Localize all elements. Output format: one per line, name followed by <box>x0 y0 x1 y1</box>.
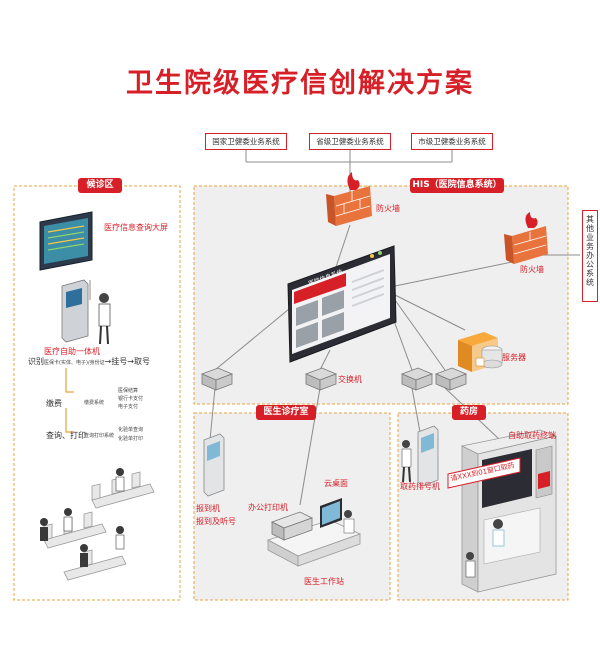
firewall-label-1: 防火墙 <box>376 204 400 213</box>
waiting-zone <box>13 185 181 601</box>
flow-arrow-1: → <box>104 357 112 366</box>
top-system-municipal: 市级卫健委业务系统 <box>411 133 493 150</box>
flow-query-print: 查询、打印 <box>46 431 86 440</box>
self-service-label: 医疗自助一体机 <box>44 347 100 356</box>
info-screen-label: 医疗信息查询大屏 <box>104 223 168 232</box>
self-service-kiosk-icon <box>61 279 111 345</box>
flow-register: 挂号 <box>111 357 128 366</box>
switch-icons <box>200 367 468 391</box>
page-title: 卫生院级医疗信创解决方案 <box>126 68 474 99</box>
waiting-people-icon <box>40 468 125 567</box>
checkin-call-label: 报到及听号 <box>196 517 236 526</box>
server-icon <box>458 332 503 372</box>
flow-query-option-2: 化验单打印 <box>118 436 144 442</box>
zone-his-pill: HIS（医院信息系统） <box>410 178 504 193</box>
flow-arrows <box>65 368 74 433</box>
checkin-kiosk-icon <box>203 433 225 497</box>
flow-pay-option-3: 电子支付 <box>118 404 139 410</box>
flow-pay-option-2: 银行卡支付 <box>118 396 144 402</box>
auto-dispenser-icon <box>447 429 558 593</box>
firewall-icon-1 <box>326 172 372 226</box>
zone-waiting-pill: 候诊区 <box>78 178 122 193</box>
flow-take-number: 取号 <box>134 357 150 366</box>
switch-label: 交换机 <box>338 375 362 384</box>
connector-lines <box>89 150 580 506</box>
flow-identify-text: 识别 <box>28 357 44 366</box>
firewall-icon-2 <box>504 212 548 264</box>
his-central-screen <box>287 245 397 363</box>
doctor-room-zone <box>193 412 391 601</box>
flow-identify: 识别医保卡(实体、电子)/身份证→挂号→取号 <box>28 358 150 366</box>
flow-pay: 缴费 <box>46 399 62 408</box>
zone-doctor-room-pill: 医生诊疗室 <box>256 405 316 420</box>
flow-query-option-1: 化验单查询 <box>118 427 144 433</box>
auto-dispenser-label: 自助取药终端 <box>508 431 556 440</box>
zone-pharmacy-pill: 药房 <box>452 405 486 420</box>
dispensing-queue-label: 取药排号机 <box>400 482 440 491</box>
flow-pay-system: 缴费系统 <box>84 400 105 406</box>
flow-identify-detail: 医保卡(实体、电子)/身份证 <box>44 360 105 366</box>
checkin-machine-label: 报到机 <box>196 504 220 513</box>
flow-arrow-2: → <box>127 357 134 366</box>
other-systems-label: 其他业务办公系统 <box>582 210 598 302</box>
flow-query-system: 查询打印系统 <box>84 433 115 439</box>
firewall-label-2: 防火墙 <box>520 265 544 274</box>
top-system-national: 国家卫健委业务系统 <box>205 133 287 150</box>
doctor-workstation-icon <box>266 498 362 567</box>
top-system-provincial: 省级卫健委业务系统 <box>309 133 391 150</box>
office-printer-label: 办公打印机 <box>248 503 288 512</box>
dispensing-queue-kiosk-icon <box>401 425 439 487</box>
flow-pay-option-1: 医保结算 <box>118 388 139 394</box>
doctor-station-label: 医生工作站 <box>304 577 344 586</box>
server-label: 服务器 <box>502 353 526 362</box>
cloud-desktop-label: 云桌面 <box>324 479 348 488</box>
info-screen-icon <box>39 211 93 271</box>
